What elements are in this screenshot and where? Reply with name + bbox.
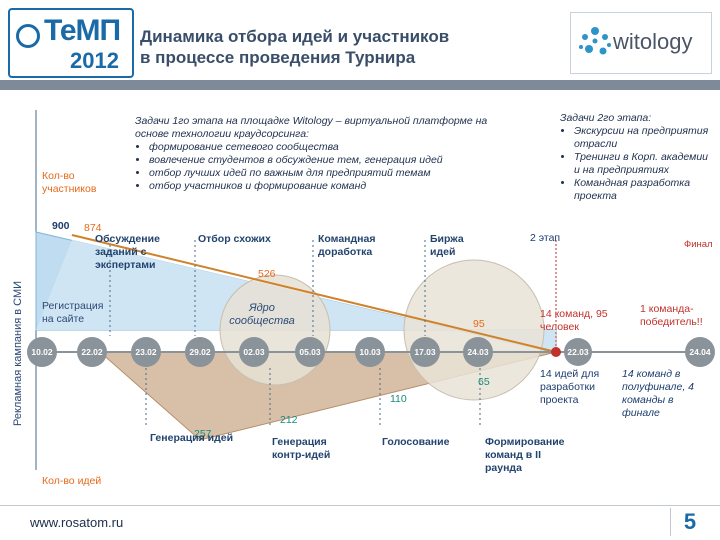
media-campaign-label: Рекламная кампания в СМИ bbox=[12, 280, 24, 426]
date-dot bbox=[295, 337, 325, 367]
stage2-item: Экскурсии на предприятия отрасли bbox=[574, 125, 710, 151]
winner-note: 1 команда-победитель!! bbox=[640, 303, 703, 328]
date-label: 29.02 bbox=[189, 347, 211, 357]
date-label: 10.03 bbox=[359, 347, 381, 357]
phase-forming: Формирование команд в II раунда bbox=[485, 436, 565, 474]
stage2-heading: Задачи 2го этапа: bbox=[560, 112, 652, 124]
phase-final: Финал bbox=[684, 239, 713, 250]
value-526: 526 bbox=[258, 268, 276, 280]
ideas-axis-label: Кол-во идей bbox=[42, 475, 102, 487]
stage1-item: вовлечение студентов в обсуждение тем, г… bbox=[149, 154, 510, 167]
registration-note: Регистрация на сайте bbox=[42, 300, 104, 325]
stage2-tasks: Задачи 2го этапа: Экскурсии на предприят… bbox=[560, 112, 710, 203]
date-dot bbox=[355, 337, 385, 367]
value-110: 110 bbox=[390, 393, 407, 405]
date-dot bbox=[27, 337, 57, 367]
date-dot bbox=[564, 338, 592, 366]
phase-gen-counter: Генерация контр-идей bbox=[272, 436, 331, 461]
atom-icon bbox=[16, 24, 40, 48]
value-900: 900 bbox=[52, 220, 70, 232]
stage1-item: отбор участников и формирование команд bbox=[149, 180, 510, 193]
temp-2012-logo: ТеМП 2012 bbox=[8, 8, 134, 78]
date-label: 10.02 bbox=[31, 347, 53, 357]
value-65: 65 bbox=[478, 376, 490, 388]
date-dot bbox=[131, 337, 161, 367]
date-dot bbox=[185, 337, 215, 367]
header-divider bbox=[0, 80, 720, 90]
date-label: 22.03 bbox=[567, 347, 589, 357]
phase-exchange: Биржа идей bbox=[430, 233, 464, 258]
participants-trend-line bbox=[71, 234, 557, 353]
date-dot bbox=[239, 337, 269, 367]
stage1-item: отбор лучших идей по важным для предприя… bbox=[149, 167, 510, 180]
footer-divider bbox=[0, 505, 720, 506]
phase-gen-ideas: Генерация идей bbox=[150, 432, 234, 444]
date-label: 22.02 bbox=[81, 347, 103, 357]
date-label: 24.04 bbox=[689, 347, 711, 357]
phase-team-refine: Командная доработка bbox=[318, 233, 376, 258]
participants-axis-label: Кол-во участников bbox=[42, 170, 97, 195]
date-label: 02.03 bbox=[243, 347, 265, 357]
date-label: 24.03 bbox=[467, 347, 489, 357]
witology-name: witology bbox=[613, 29, 693, 54]
stage2-item: Командная разработка проекта bbox=[574, 177, 710, 203]
logo-name: ТеМП bbox=[44, 14, 121, 47]
value-95: 95 bbox=[473, 318, 485, 330]
date-dots bbox=[27, 337, 715, 367]
phase-discussion: Обсуждение заданий с экспертами bbox=[95, 233, 160, 271]
page-title: Динамика отбора идей и участников в проц… bbox=[140, 26, 560, 68]
stage-marker bbox=[551, 347, 561, 357]
teams-people-note: 14 команд, 95 человек bbox=[540, 308, 608, 333]
date-label: 23.02 bbox=[135, 347, 157, 357]
title-line-2: в процессе проведения Турнира bbox=[140, 48, 416, 67]
date-label: 17.03 bbox=[414, 347, 436, 357]
stage1-tasks: Задачи 1го этапа на площадке Witology – … bbox=[135, 115, 510, 193]
date-dot bbox=[410, 337, 440, 367]
date-label: 05.03 bbox=[299, 347, 321, 357]
title-line-1: Динамика отбора идей и участников bbox=[140, 27, 450, 46]
stage2-item: Тренинги в Корп. академии и на предприят… bbox=[574, 151, 710, 177]
date-dot bbox=[463, 337, 493, 367]
logo-year: 2012 bbox=[70, 48, 119, 73]
stage1-heading: Задачи 1го этапа на площадке Witology – … bbox=[135, 115, 488, 140]
core-community-note: Ядро сообщества bbox=[229, 302, 295, 327]
phase-stage2: 2 этап bbox=[530, 232, 561, 244]
ideas-exchange-circle bbox=[403, 259, 545, 401]
witology-logo: witology bbox=[570, 12, 712, 74]
date-dot bbox=[685, 337, 715, 367]
value-212: 212 bbox=[280, 414, 298, 426]
date-dot bbox=[77, 337, 107, 367]
stage1-item: формирование сетевого сообщества bbox=[149, 141, 510, 154]
ideas-dev-note: 14 идей для разработки проекта bbox=[540, 368, 600, 406]
phase-select-similar: Отбор схожих bbox=[198, 233, 271, 245]
value-874: 874 bbox=[84, 222, 102, 234]
tournament-funnel-diagram: 10.02 22.02 23.02 29.02 02.03 05.03 10.0… bbox=[27, 110, 715, 470]
dots-cluster-icon bbox=[579, 27, 611, 55]
value-257: 257 bbox=[194, 428, 212, 440]
page-number: 5 bbox=[670, 508, 709, 536]
semifinal-note: 14 команд в полуфинале, 4 команды в фина… bbox=[622, 368, 694, 419]
footer-url[interactable]: www.rosatom.ru bbox=[30, 515, 124, 530]
phase-voting: Голосование bbox=[382, 436, 450, 448]
